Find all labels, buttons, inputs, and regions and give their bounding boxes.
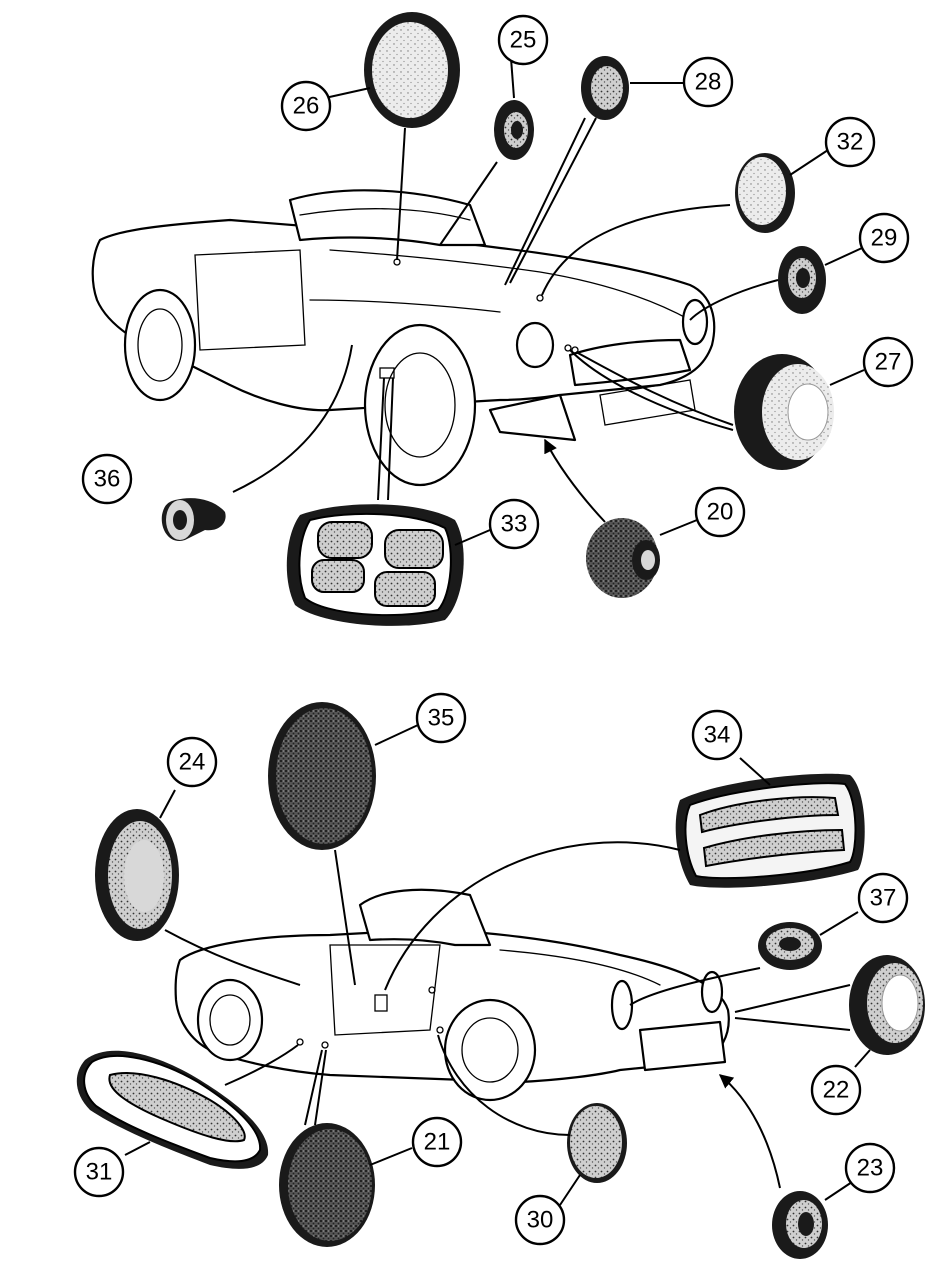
part-37-grommet (758, 922, 822, 970)
part-29-grommet (778, 246, 826, 314)
svg-text:33: 33 (501, 511, 528, 538)
svg-text:32: 32 (837, 129, 864, 156)
svg-text:28: 28 (695, 69, 722, 96)
part-31-pad (76, 1050, 269, 1169)
part-25-grommet (494, 100, 534, 160)
callout-28: 28 (682, 56, 734, 108)
part-20-plug (586, 518, 660, 598)
part-22-grommet (849, 955, 925, 1055)
svg-text:25: 25 (510, 27, 537, 54)
svg-text:24: 24 (179, 749, 206, 776)
part-27-grommet (734, 354, 834, 470)
callout-25: 25 (497, 14, 549, 66)
svg-text:37: 37 (870, 885, 897, 912)
callout-20: 20 (694, 486, 746, 538)
part-26-grommet (364, 12, 460, 128)
svg-text:31: 31 (86, 1159, 113, 1186)
svg-text:30: 30 (527, 1207, 554, 1234)
callout-36: 36 (81, 453, 133, 505)
svg-text:27: 27 (875, 349, 902, 376)
part-36-grommet (161, 498, 226, 541)
part-32-plug (735, 153, 795, 233)
svg-text:36: 36 (94, 466, 121, 493)
part-24-grommet (95, 809, 179, 941)
callout-31: 31 (73, 1146, 125, 1198)
callout-30: 30 (514, 1194, 566, 1246)
part-34-pad (675, 773, 865, 888)
callout-32: 32 (824, 116, 876, 168)
callout-35: 35 (415, 692, 467, 744)
part-23-grommet (772, 1191, 828, 1259)
bottom-car-illustration (174, 888, 730, 1102)
callout-26: 26 (280, 80, 332, 132)
callout-29: 29 (858, 212, 910, 264)
top-car-illustration (91, 189, 716, 487)
part-28-grommet (581, 56, 629, 120)
svg-text:21: 21 (424, 1129, 451, 1156)
svg-text:29: 29 (871, 225, 898, 252)
callout-24: 24 (166, 736, 218, 788)
part-33-pad (286, 504, 464, 626)
svg-text:23: 23 (857, 1155, 884, 1182)
callout-34: 34 (691, 709, 743, 761)
part-21-plug (279, 1123, 375, 1247)
callout-37: 37 (857, 872, 909, 924)
leader-lines (124, 44, 871, 1206)
callout-22: 22 (810, 1064, 862, 1116)
svg-text:20: 20 (707, 499, 734, 526)
callout-21: 21 (411, 1116, 463, 1168)
svg-text:34: 34 (704, 722, 731, 749)
svg-text:26: 26 (293, 93, 320, 120)
part-35-plug (268, 702, 376, 850)
svg-text:35: 35 (428, 705, 455, 732)
part-30-plug (567, 1103, 627, 1183)
callout-33: 33 (488, 498, 540, 550)
callout-27: 27 (862, 336, 914, 388)
svg-text:22: 22 (823, 1077, 850, 1104)
callout-23: 23 (844, 1142, 896, 1194)
